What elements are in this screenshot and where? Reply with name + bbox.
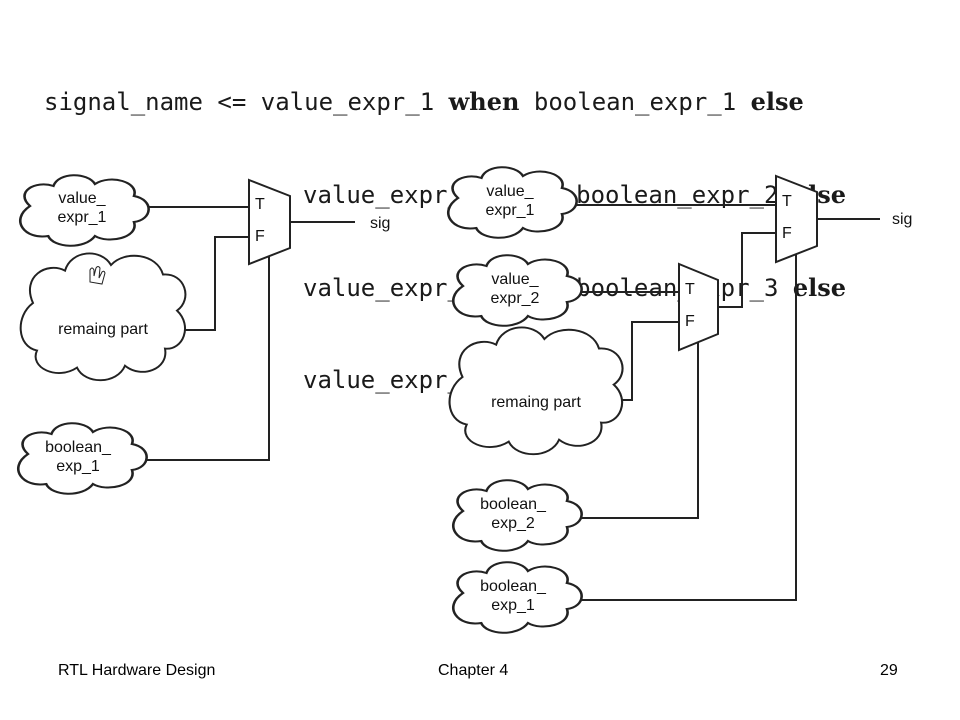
code-else-3: else <box>792 273 847 302</box>
right-cloud-remain <box>448 326 624 456</box>
right-cloud-value1-line1: value_ <box>486 183 534 200</box>
right-mux-2 <box>678 262 719 352</box>
right-output-sig: sig <box>892 211 912 228</box>
left-mux-t: T <box>255 196 265 213</box>
left-output-sig: sig <box>370 215 390 232</box>
right-cloud-bool2-line2: exp_2 <box>491 515 535 532</box>
code-lhs: signal_name <box>44 88 203 116</box>
wire-right-select1 <box>566 252 797 601</box>
footer-chapter: Chapter 4 <box>438 662 509 679</box>
right-mux1-t: T <box>782 193 792 210</box>
right-cloud-bool1-line1: boolean_ <box>480 578 547 595</box>
right-cloud-remain-label: remaing part <box>491 394 581 411</box>
left-diagram <box>16 173 355 496</box>
right-mux2-f: F <box>685 313 695 330</box>
right-diagram-labels: value_ expr_1 value_ expr_2 remaing part… <box>480 183 912 614</box>
code-line-1: signal_name <= value_expr_1 when boolean… <box>44 86 846 117</box>
right-cloud-bool1-line2: exp_1 <box>491 597 535 614</box>
left-cloud-bool-line2: exp_1 <box>56 458 100 475</box>
left-mux <box>248 178 291 266</box>
right-diagram <box>446 165 880 635</box>
wire-right-mux2-out <box>718 232 776 308</box>
code-else-1: else <box>750 87 804 116</box>
wire-left-select <box>140 252 270 461</box>
right-mux1-f: F <box>782 225 792 242</box>
left-cloud-bool-line1: boolean_ <box>45 439 112 456</box>
right-mux2-t: T <box>685 281 695 298</box>
code-op: <= <box>217 88 247 116</box>
code-cond-3: boolean_expr_3 <box>576 274 779 302</box>
code-value-1: value_expr_1 <box>260 88 435 116</box>
left-cloud-value-line2: expr_1 <box>58 209 107 226</box>
left-cloud-value-line1: value_ <box>58 190 106 207</box>
code-cond-1: boolean_expr_1 <box>533 88 737 116</box>
right-cloud-value1-line2: expr_1 <box>486 202 535 219</box>
footer-title: RTL Hardware Design <box>58 662 216 679</box>
code-when-1: when <box>448 87 520 116</box>
right-mux-1 <box>775 174 818 264</box>
code-value-2: value_expr_2 <box>303 181 477 209</box>
right-cloud-value2-line1: value_ <box>491 271 539 288</box>
wire-right-select2 <box>566 335 699 519</box>
left-mux-f: F <box>255 228 265 245</box>
wire-left-remain <box>180 236 249 331</box>
code-value-3: value_expr_3 <box>303 274 477 302</box>
left-cloud-remain-label: remaing part <box>58 321 148 338</box>
hand-cursor-icon <box>89 266 106 285</box>
footer-page-number: 29 <box>880 662 898 679</box>
right-cloud-bool2-line1: boolean_ <box>480 496 547 513</box>
left-diagram-labels: value_ expr_1 remaing part boolean_ exp_… <box>45 190 390 475</box>
right-cloud-value2-line2: expr_2 <box>491 290 540 307</box>
